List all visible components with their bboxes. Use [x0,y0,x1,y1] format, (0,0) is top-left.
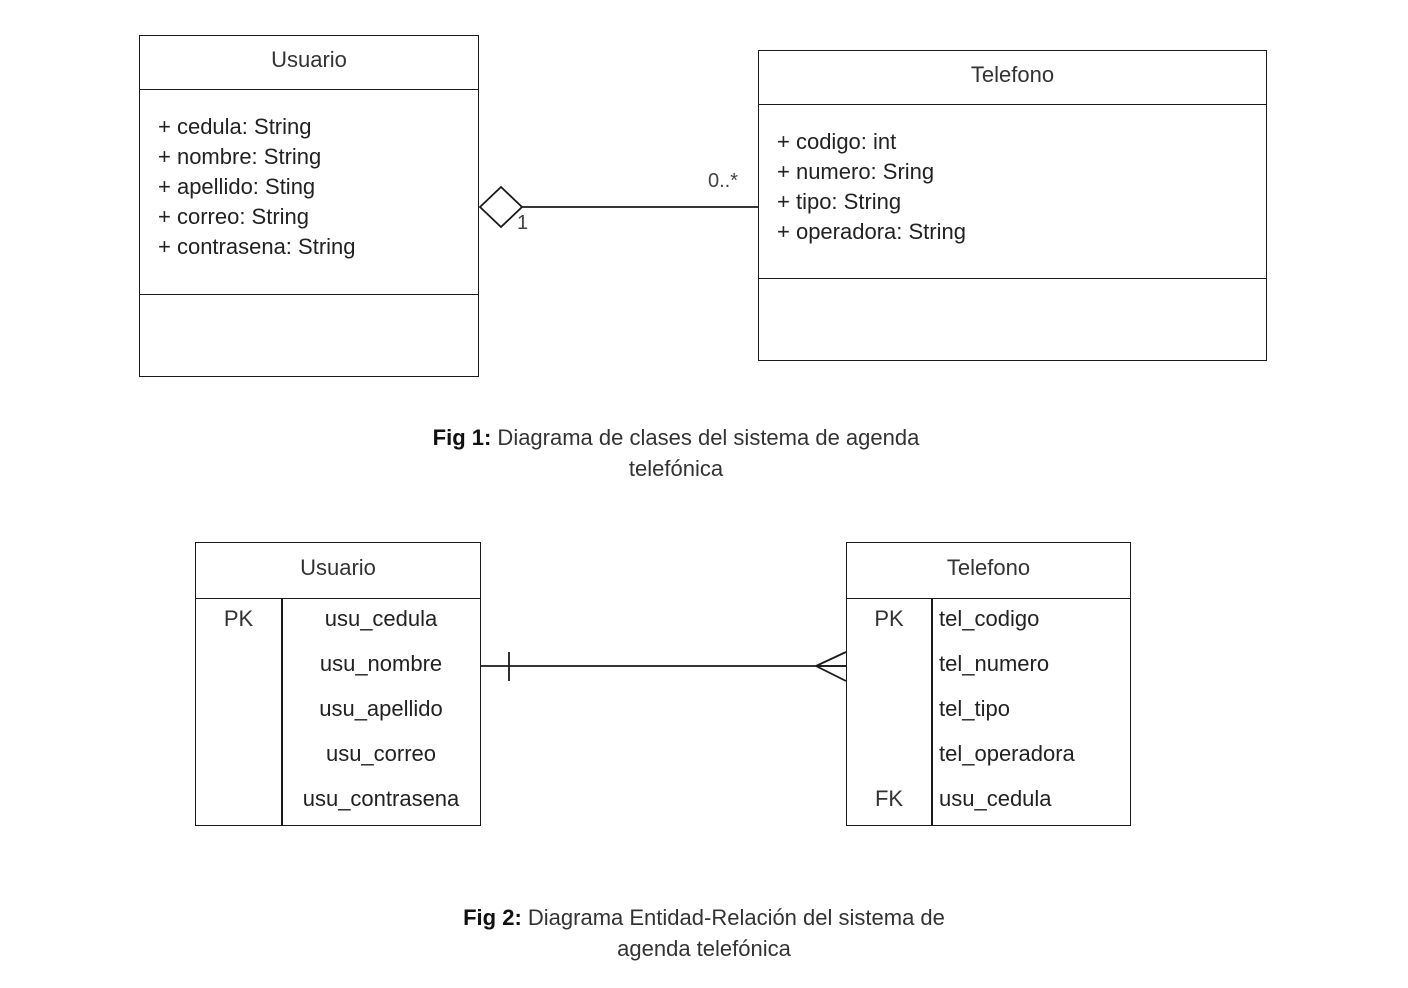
figure-caption-1: Fig 1: Diagrama de clases del sistema de… [376,422,976,484]
er-field: usu_nombre [319,651,443,676]
er-field: tel_codigo [939,606,1040,631]
figure-caption-2: Fig 2: Diagrama Entidad-Relación del sis… [404,902,1004,964]
er-key-label: FK [874,786,904,811]
er-entity-telefono-title: Telefono [847,543,1130,599]
uml-attribute: + tipo: String [777,189,902,214]
uml-class-telefono-title: Telefono [759,51,1266,105]
uml-attribute: + numero: Sring [777,159,935,184]
uml-multiplicity-one: 1 [517,212,529,234]
er-entity-telefono: Telefono PK FK tel_codigo tel_numero tel… [846,542,1131,826]
uml-class-usuario: Usuario + cedula: String + nombre: Strin… [139,35,479,377]
uml-attribute: + apellido: Sting [158,174,316,199]
er-field: tel_operadora [939,741,1075,766]
er-field: usu_cedula [939,786,1052,811]
er-key-label: PK [874,606,904,631]
uml-attribute: + cedula: String [158,114,312,139]
er-column-divider [931,599,933,825]
er-column-divider [281,599,283,825]
figure-caption-2-label: Fig 2: [463,905,522,930]
uml-attribute: + codigo: int [777,129,897,154]
er-field: usu_apellido [319,696,443,721]
er-key-label: PK [223,606,254,631]
figure-caption-1-line2: telefónica [628,456,724,481]
figure-caption-2-text: Diagrama Entidad-Relación del sistema de [521,905,945,930]
er-field: usu_contrasena [302,786,460,811]
uml-attribute: + correo: String [158,204,310,229]
er-field: tel_numero [939,651,1050,676]
uml-attribute: + operadora: String [777,219,966,244]
er-crows-foot-icon [815,651,847,682]
er-field: tel_tipo [939,696,1010,721]
uml-multiplicity-many: 0..* [708,170,739,192]
uml-attribute: + contrasena: String [158,234,356,259]
uml-class-usuario-attributes: + cedula: String + nombre: String + apel… [140,90,478,295]
er-entity-usuario-title: Usuario [196,543,480,599]
aggregation-diamond-icon [478,185,524,229]
uml-class-telefono-attributes: + codigo: int + numero: Sring + tipo: St… [759,105,1266,279]
uml-class-telefono: Telefono + codigo: int + numero: Sring +… [758,50,1267,361]
er-field: usu_cedula [324,606,438,631]
er-field: usu_correo [325,741,437,766]
er-entity-usuario: Usuario PK usu_cedula usu_nombre usu_ape… [195,542,481,826]
figure-caption-2-line2: agenda telefónica [617,936,791,961]
figure-caption-1-text: Diagrama de clases del sistema de agenda [491,425,920,450]
uml-attribute: + nombre: String [158,144,322,169]
figure-caption-1-label: Fig 1: [432,425,492,450]
uml-class-usuario-title: Usuario [140,36,478,90]
